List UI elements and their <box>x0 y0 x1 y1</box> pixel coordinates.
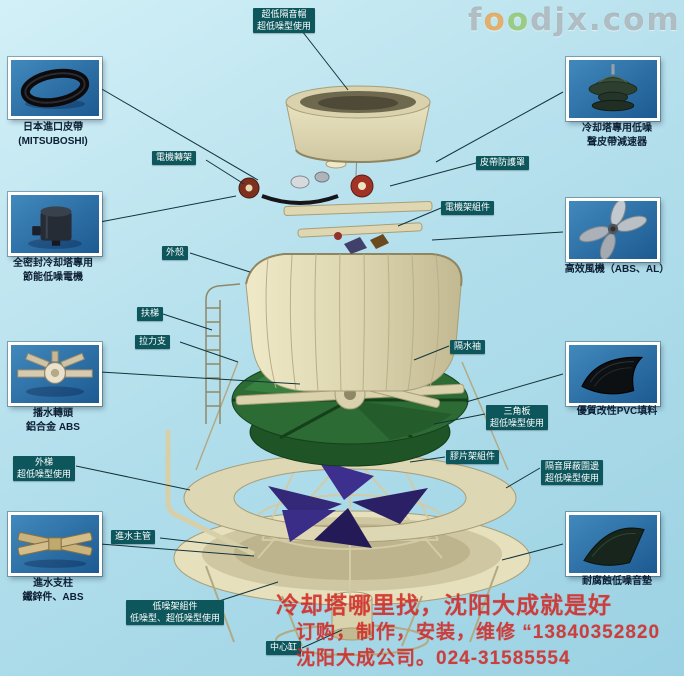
tag-center-cylinder: 中心缸 <box>266 641 302 655</box>
center-cylinder <box>331 591 373 641</box>
photo-belt-reducer <box>566 57 660 121</box>
photo-imported-belt <box>8 57 102 119</box>
tag-noise-cap: 超低隔音帽 超低噪型使用 <box>253 8 316 34</box>
sprinkler-photo-icon <box>17 350 93 397</box>
ad-slogan: 冷却塔哪里找，沈阳大成就是好 <box>276 592 612 618</box>
tag-water-sleeve: 隔水袖 <box>450 340 486 354</box>
tag-triangle-plate: 三角板 超低噪型使用 <box>486 405 549 431</box>
caption-belt-reducer: 冷却塔專用低噪 聲皮帶減速器 <box>582 123 652 148</box>
caption-pvc-filler: 優質改性PVC填料 <box>576 406 658 417</box>
motor-photo-icon <box>28 206 82 249</box>
watermark-letter-o2: o <box>506 2 531 38</box>
tag-motor-bracket: 電機轉架 <box>152 151 197 165</box>
tag-inlet-main-pipe: 進水主管 <box>111 530 156 544</box>
caption-fan: 高效風機（ABS、AL） <box>564 264 670 275</box>
watermark-letter-o1: o <box>483 2 507 38</box>
inlet-support-photo-icon <box>17 532 93 568</box>
tag-low-noise-frame: 低噪架組件 低噪型、超低噪型使用 <box>126 600 225 626</box>
tag-shell: 外殼 <box>162 246 189 260</box>
photo-inlet-support <box>8 512 102 576</box>
tag-ladder: 扶梯 <box>137 307 164 321</box>
caption-imported-belt: 日本進口皮帶 (MITSUBOSHI) <box>18 122 88 147</box>
watermark-foodjx: foodjx.com <box>468 2 681 38</box>
photo-pvc-filler <box>566 342 660 406</box>
tower-shell <box>245 253 463 392</box>
watermark-rest: djx.com <box>530 2 681 38</box>
tag-noise-shield: 隔音屏蔽圍邊 超低噪型使用 <box>541 460 604 486</box>
caption-inlet-support: 進水支柱 鐵鋅件、ABS <box>22 578 84 603</box>
fan-photo-icon <box>578 201 648 259</box>
ladder <box>205 283 241 424</box>
pvc-filler-photo-icon <box>581 356 644 395</box>
tag-belt-guard: 皮帶防護罩 <box>476 156 530 170</box>
tag-film-frame: 膠片架組件 <box>446 450 500 464</box>
photo-sprinkler-head <box>8 342 102 406</box>
ad-phone: 订购，制作，安装，维修 “13840352820 <box>296 622 661 643</box>
caption-sealed-motor: 全密封冷却塔專用 節能低噪電機 <box>13 258 93 283</box>
caption-noise-pad: 耐腐蝕低噪音墊 <box>582 576 652 587</box>
belt-photo-icon <box>20 68 90 109</box>
tag-motor-frame: 電機架組件 <box>441 201 495 215</box>
inlet-pipe <box>165 430 256 557</box>
motor-assembly <box>238 119 433 254</box>
photo-fan <box>566 198 660 262</box>
leader-lines <box>75 30 564 649</box>
noise-pad-photo-icon <box>583 527 645 566</box>
caption-sprinkler-head: 播水轉頭 鋁合金 ABS <box>26 408 80 433</box>
tag-tension-rod: 拉力支 <box>135 335 171 349</box>
reducer-photo-icon <box>588 64 638 112</box>
ad-company: 沈阳大成公司。024-31585554 <box>296 648 571 669</box>
photo-sealed-motor <box>8 192 102 256</box>
tag-outer-ladder: 外梯 超低噪型使用 <box>13 456 76 482</box>
fan-cowl <box>285 85 431 163</box>
purple-diffuser <box>268 460 428 548</box>
watermark-letter-f: f <box>468 2 484 38</box>
photo-noise-pad <box>566 512 660 576</box>
